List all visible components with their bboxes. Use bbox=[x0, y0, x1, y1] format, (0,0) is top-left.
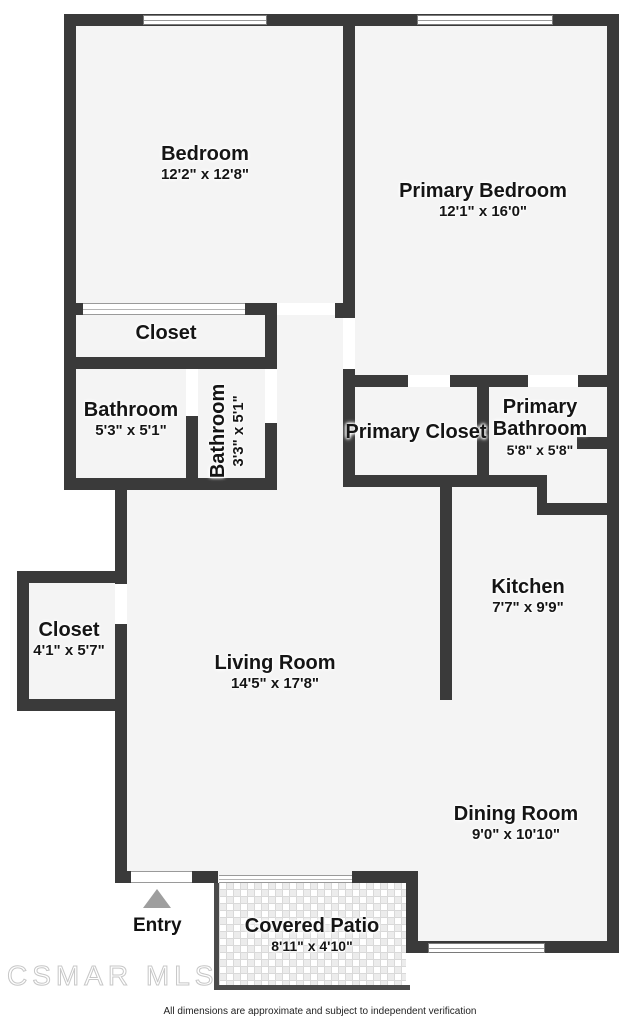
door-gap-bathroom bbox=[186, 369, 198, 416]
wall-exterior-left-upper bbox=[64, 14, 76, 490]
wall-closet-left-side bbox=[17, 571, 29, 711]
room-dims: 5'8" x 5'8" bbox=[506, 441, 574, 458]
room-label-closet: Closet bbox=[106, 322, 226, 344]
room-label-covered-patio: Covered Patio 8'11" x 4'10" bbox=[222, 915, 402, 956]
door-gap-primary-bathroom bbox=[528, 375, 578, 387]
door-gap-primary-bedroom bbox=[343, 318, 355, 369]
wall-closet-hall bbox=[265, 303, 277, 369]
room-dims: 8'11" x 4'10" bbox=[271, 938, 353, 955]
door-gap-primary-closet bbox=[408, 375, 450, 387]
window-bedroom bbox=[143, 15, 267, 25]
entry-door-opening bbox=[131, 871, 192, 883]
room-name: Primary Closet bbox=[345, 421, 487, 443]
room-name: Bedroom bbox=[161, 143, 249, 165]
window-dining bbox=[428, 943, 545, 953]
wall-closet-bottom bbox=[64, 357, 277, 369]
wall-primary-closet-left bbox=[343, 369, 355, 487]
window-primary-bedroom bbox=[417, 15, 553, 25]
room-name: Covered Patio bbox=[244, 915, 380, 937]
wall-bottom-patio-right bbox=[352, 871, 418, 883]
wall-bathroom-divider bbox=[186, 416, 198, 478]
room-label-primary-bedroom: Primary Bedroom 12'1" x 16'0" bbox=[383, 180, 583, 222]
room-label-bathroom: Bathroom 5'3" x 5'1" bbox=[51, 399, 211, 441]
wall-exterior-right bbox=[607, 14, 619, 953]
room-label-left-closet: Closet 4'1" x 5'7" bbox=[9, 619, 129, 661]
wall-bottom-left-corner bbox=[115, 871, 131, 883]
wall-bedroom-bottom-left bbox=[64, 303, 83, 315]
room-dims: 4'1" x 5'7" bbox=[33, 642, 105, 660]
patio-wall-left bbox=[214, 883, 219, 990]
room-name: Primary Bathroom bbox=[492, 396, 588, 441]
floor-upper-block bbox=[64, 14, 619, 487]
room-name: Closet bbox=[38, 619, 100, 641]
wall-exterior-left-mid-a bbox=[115, 478, 127, 584]
room-dims: 12'2" x 12'8" bbox=[160, 166, 250, 184]
room-label-dining-room: Dining Room 9'0" x 10'10" bbox=[426, 803, 606, 845]
patio-slider-opening bbox=[219, 875, 352, 883]
entry-label: Entry bbox=[133, 915, 182, 936]
room-name: Closet bbox=[135, 322, 197, 344]
wall-bottom-entry-right bbox=[192, 871, 218, 883]
room-label-kitchen: Kitchen 7'7" x 9'9" bbox=[448, 576, 608, 618]
wall-primary-door-jamb bbox=[335, 303, 355, 318]
room-name: Kitchen bbox=[491, 576, 565, 598]
room-name: Living Room bbox=[214, 652, 336, 674]
room-dims: 3'3" x 5'1" bbox=[230, 395, 248, 467]
room-name: Bathroom bbox=[207, 383, 230, 479]
floor-living-kitchen bbox=[115, 487, 619, 883]
room-dims: 12'1" x 16'0" bbox=[438, 203, 528, 221]
wall-kitchen-living-divider bbox=[440, 487, 452, 700]
disclaimer-text: All dimensions are approximate and subje… bbox=[163, 1006, 477, 1017]
room-dims: 5'3" x 5'1" bbox=[95, 422, 167, 440]
door-gap-bathroom2 bbox=[265, 369, 277, 423]
room-label-primary-bathroom: Primary Bathroom 5'8" x 5'8" bbox=[485, 396, 595, 459]
wall-primary-closet-right bbox=[477, 387, 489, 487]
room-label-primary-closet: Primary Closet bbox=[336, 421, 496, 443]
room-name: Bathroom bbox=[83, 399, 179, 421]
wall-bathroom2-right bbox=[265, 423, 277, 478]
room-dims: 7'7" x 9'9" bbox=[492, 599, 564, 617]
wall-kitchen-top bbox=[343, 475, 547, 487]
room-label-bedroom: Bedroom 12'2" x 12'8" bbox=[125, 143, 285, 185]
wall-primary-bath-stub bbox=[577, 437, 607, 449]
entry-arrow-icon bbox=[143, 889, 171, 908]
wall-kitchen-step bbox=[537, 475, 547, 515]
wall-exterior-left-mid-b bbox=[115, 624, 127, 883]
wall-dining-left bbox=[406, 871, 418, 953]
door-gap-bedroom bbox=[277, 303, 335, 315]
door-gap-left-closet bbox=[115, 584, 127, 624]
room-dims: 9'0" x 10'10" bbox=[471, 826, 561, 844]
wall-kitchen-top-right bbox=[537, 503, 619, 515]
room-dims: 14'5" x 17'8" bbox=[230, 675, 320, 693]
room-label-living-room: Living Room 14'5" x 17'8" bbox=[185, 652, 365, 694]
room-name: Dining Room bbox=[453, 803, 579, 825]
patio-wall-bottom bbox=[214, 985, 410, 990]
room-name: Primary Bedroom bbox=[399, 180, 567, 202]
wall-primary-bottom-a bbox=[355, 375, 408, 387]
wall-closet-left-top bbox=[17, 571, 127, 583]
wall-primary-bottom-c bbox=[578, 375, 607, 387]
wall-bedroom-divider bbox=[343, 14, 355, 318]
floor-left-closet bbox=[17, 571, 123, 711]
watermark: CSMAR MLS bbox=[6, 960, 219, 992]
wall-primary-bottom-b bbox=[450, 375, 528, 387]
room-label-bathroom2: Bathroom 3'3" x 5'1" bbox=[207, 371, 249, 491]
wall-closet-left-bottom bbox=[17, 699, 127, 711]
closet-open-front bbox=[83, 303, 245, 315]
patio-tile-floor bbox=[219, 883, 406, 985]
